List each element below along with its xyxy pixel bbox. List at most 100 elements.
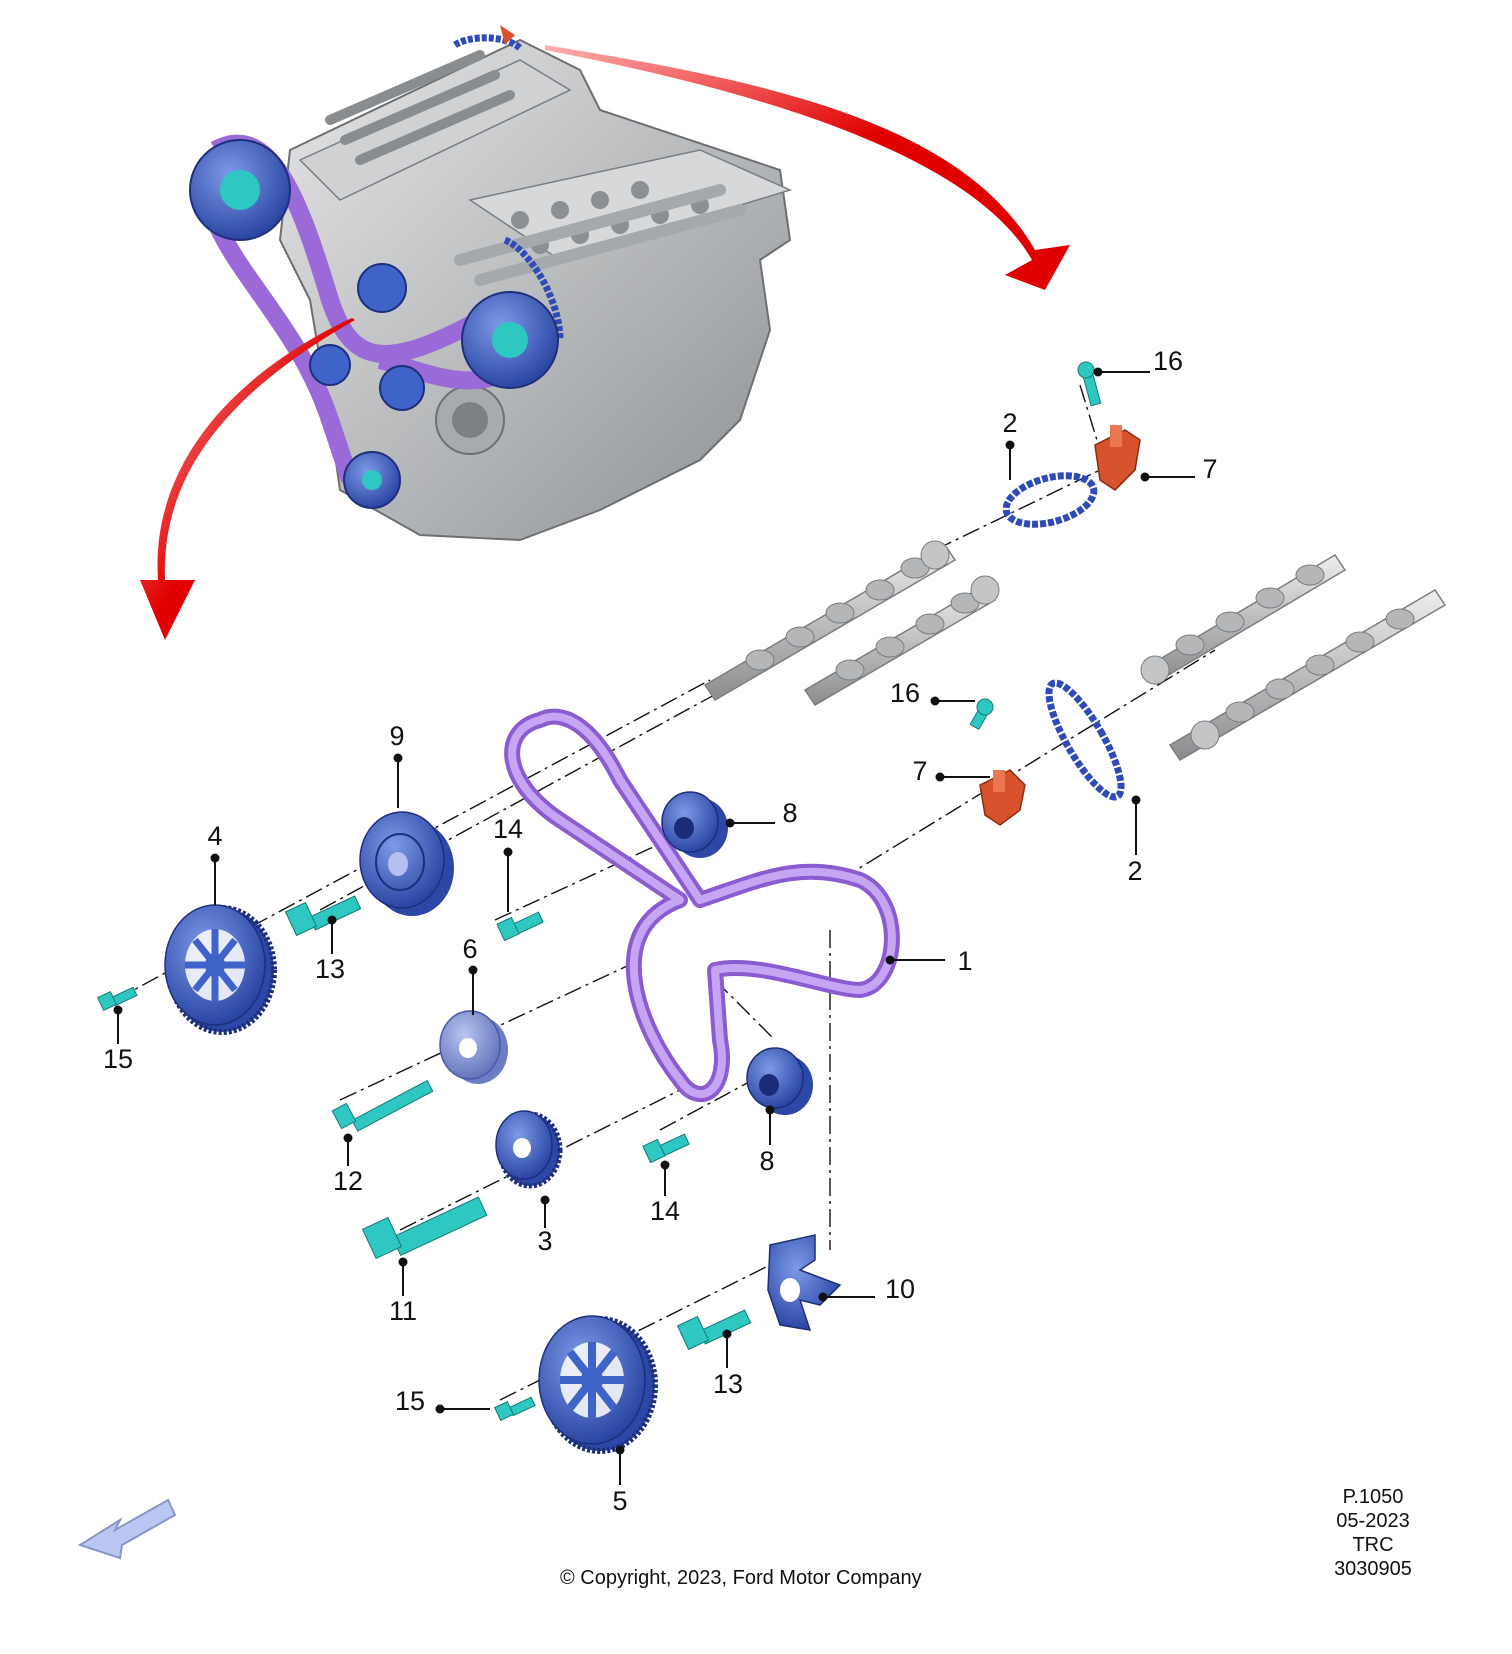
chain-tensioner-upper [1094, 425, 1141, 491]
callout-16-upper-leader-dot [1093, 367, 1103, 377]
previous-page-arrow-icon[interactable] [77, 1498, 177, 1560]
bolt-13-lower [676, 1309, 752, 1351]
callout-5-label: 5 [612, 1486, 627, 1516]
bolt-13-upper [284, 895, 362, 937]
camshaft-right-a [1140, 553, 1347, 685]
callout-15-lower: 15 [395, 1386, 490, 1416]
callout-8-upper-leader-dot [725, 818, 735, 828]
callout-2-upper-leader-dot [1005, 440, 1015, 450]
callout-6-label: 6 [462, 934, 477, 964]
callout-14-lower: 14 [650, 1160, 680, 1226]
callout-3: 3 [537, 1195, 553, 1256]
callout-10-label: 10 [885, 1274, 915, 1304]
callout-8-lower-leader-dot [765, 1105, 775, 1115]
sprocket-3 [495, 1110, 563, 1189]
callout-4-leader-dot [210, 853, 220, 863]
reference-block: P.1050 05-2023 TRC 3030905 [1318, 1485, 1428, 1581]
bolt-12 [331, 1079, 434, 1132]
pulley-9 [359, 811, 454, 916]
callout-16-lower: 16 [890, 678, 975, 708]
callout-14-upper-leader-dot [503, 847, 513, 857]
copyright-notice: © Copyright, 2023, Ford Motor Company [560, 1567, 922, 1589]
callout-13-lower-leader-dot [722, 1329, 732, 1339]
revision-date: 05-2023 [1336, 1510, 1410, 1532]
callout-16-lower-label: 16 [890, 678, 920, 708]
callout-12-leader-dot [343, 1133, 353, 1143]
callout-3-label: 3 [537, 1226, 552, 1256]
callout-16-upper: 16 [1093, 346, 1183, 377]
callout-15-upper-leader-dot [113, 1005, 123, 1015]
callout-14-upper-label: 14 [493, 814, 523, 844]
callout-13-lower: 13 [713, 1329, 743, 1399]
callout-13-upper-leader-dot [327, 915, 337, 925]
callout-3-leader-dot [540, 1195, 550, 1205]
callout-7-upper-leader-dot [1140, 472, 1150, 482]
callout-6: 6 [462, 934, 478, 1015]
callout-12-label: 12 [333, 1166, 363, 1196]
callout-7-upper: 7 [1140, 454, 1218, 484]
callout-11-leader-dot [398, 1257, 408, 1267]
callout-14-lower-leader-dot [660, 1160, 670, 1170]
callout-5-leader-dot [615, 1445, 625, 1455]
trigger-wheel-10 [767, 1234, 842, 1331]
page-number: P.1050 [1342, 1486, 1404, 1508]
bolt-14-lower [642, 1133, 690, 1164]
callout-10: 10 [818, 1274, 915, 1304]
callout-8-lower: 8 [759, 1105, 775, 1176]
callout-14-upper: 14 [493, 814, 523, 912]
reference-code: TRC [1352, 1534, 1394, 1556]
callout-4-label: 4 [207, 821, 222, 851]
callout-14-lower-label: 14 [650, 1196, 680, 1226]
callout-7-lower-label: 7 [912, 756, 927, 786]
callout-2-lower-leader-dot [1131, 795, 1141, 805]
camshaft-upper-left-a [703, 540, 957, 702]
tensioner-pulley-6 [439, 1010, 508, 1084]
red-arrow-left [140, 318, 355, 640]
bolt-16-upper [1077, 361, 1102, 407]
callout-15-upper: 15 [103, 1005, 133, 1074]
callout-13-upper-label: 13 [315, 954, 345, 984]
bolt-15-upper [97, 986, 138, 1011]
timing-chain-lower [1045, 679, 1125, 801]
callout-11-label: 11 [389, 1296, 417, 1326]
callout-9-label: 9 [389, 721, 404, 751]
callout-2-lower-label: 2 [1127, 856, 1142, 886]
callout-15-lower-leader-dot [435, 1404, 445, 1414]
callout-15-upper-label: 15 [103, 1044, 133, 1074]
document-number: 3030905 [1334, 1558, 1412, 1580]
bolt-11 [361, 1196, 488, 1260]
bolt-16-lower [969, 698, 994, 730]
timing-belt [504, 708, 900, 1103]
callout-7-upper-label: 7 [1202, 454, 1217, 484]
callout-11: 11 [389, 1257, 417, 1326]
callout-1-label: 1 [957, 946, 972, 976]
callout-8-upper: 8 [725, 798, 798, 828]
sprocket-5 [538, 1315, 658, 1454]
callout-8-lower-label: 8 [759, 1146, 774, 1176]
sprocket-4 [164, 904, 277, 1035]
callout-13-upper: 13 [315, 915, 345, 984]
callout-6-leader-dot [468, 965, 478, 975]
callout-9: 9 [389, 721, 405, 808]
camshaft-upper-left-b [803, 575, 1000, 707]
callout-9-leader-dot [393, 753, 403, 763]
callout-4: 4 [207, 821, 223, 905]
callout-5: 5 [612, 1445, 628, 1516]
callout-2-upper-label: 2 [1002, 408, 1017, 438]
bolt-15-lower [494, 1396, 536, 1421]
callout-13-lower-label: 13 [713, 1369, 743, 1399]
callout-16-lower-leader-dot [930, 696, 940, 706]
camshaft-right-b [1168, 588, 1447, 762]
callout-7-lower-leader-dot [935, 772, 945, 782]
callout-1: 1 [885, 946, 973, 976]
callout-8-upper-label: 8 [782, 798, 797, 828]
timing-chain-upper [1002, 472, 1098, 528]
callout-1-leader-dot [885, 955, 895, 965]
engine-block [189, 25, 793, 542]
callout-2-lower: 2 [1127, 795, 1143, 886]
callout-7-lower: 7 [912, 756, 990, 786]
callout-15-lower-label: 15 [395, 1386, 425, 1416]
callout-12: 12 [333, 1133, 363, 1196]
